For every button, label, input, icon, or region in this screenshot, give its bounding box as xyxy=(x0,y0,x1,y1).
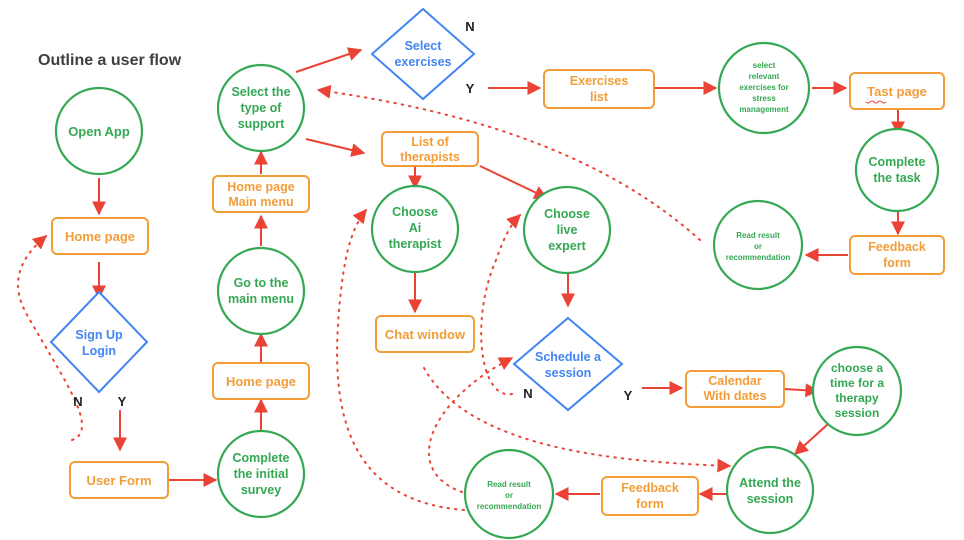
signup-diamond xyxy=(49,290,149,394)
signup-no-label: N xyxy=(73,394,82,409)
solid-connectors xyxy=(92,47,905,501)
home-page-2-label: Home page xyxy=(226,374,296,389)
circle-nodes xyxy=(54,41,940,540)
complete-survey-circle xyxy=(216,429,306,519)
select-support-circle xyxy=(216,63,306,153)
spellcheck-underline xyxy=(865,100,887,104)
user-form-label: User Form xyxy=(86,473,151,488)
arrow-support-therapists xyxy=(305,138,366,157)
choose-live-circle xyxy=(522,185,612,275)
dotted-signup-no-home xyxy=(17,235,83,441)
rect-nodes xyxy=(51,69,945,516)
arrow-choosetime-attend xyxy=(793,423,829,455)
arrow-therapists-live xyxy=(479,165,549,199)
read-result-2-circle xyxy=(463,448,555,540)
diagram-title: Outline a user flow xyxy=(38,52,182,69)
exercises-list-rect xyxy=(543,69,655,109)
home-page-1-rect xyxy=(51,217,149,255)
select-relevant-circle xyxy=(717,41,811,135)
feedback-form-2-rect xyxy=(601,476,699,516)
dotted-connectors xyxy=(17,84,732,511)
arrow-support-exercises xyxy=(295,47,363,73)
dotted-read2-schedule xyxy=(427,357,514,493)
choose-ai-circle xyxy=(370,184,460,274)
home-main-menu-rect xyxy=(212,175,310,213)
list-therapists-rect xyxy=(381,131,479,167)
user-form-rect xyxy=(69,461,169,499)
select-exercises-diamond xyxy=(370,7,476,101)
attend-session-circle xyxy=(725,445,815,535)
home-page-1-label: Home page xyxy=(65,229,135,244)
signup-yes-label: Y xyxy=(118,394,127,409)
open-app-circle xyxy=(54,86,144,176)
schedule-no-label: N xyxy=(523,386,532,401)
chat-window-rect xyxy=(375,315,475,353)
feedback-form-1-rect xyxy=(849,235,945,275)
dotted-schedule-no-live xyxy=(480,214,521,396)
schedule-diamond xyxy=(512,316,624,412)
open-app-label: Open App xyxy=(68,124,130,139)
task-page-label: Tast page xyxy=(867,84,927,99)
branch-labels: N Y N Y N Y xyxy=(73,19,632,409)
dotted-chat-attend xyxy=(423,367,732,473)
complete-task-circle xyxy=(854,127,940,213)
task-page-rect xyxy=(849,72,945,110)
home-page-2-rect xyxy=(212,362,310,400)
exercises-yes-label: Y xyxy=(466,81,475,96)
dotted-read1-support xyxy=(316,84,701,241)
chat-window-label: Chat window xyxy=(385,327,466,342)
choose-time-circle xyxy=(811,345,903,437)
schedule-yes-label: Y xyxy=(624,388,633,403)
exercises-no-label: N xyxy=(465,19,474,34)
calendar-rect xyxy=(685,370,785,408)
go-main-menu-circle xyxy=(216,246,306,336)
read-result-1-circle xyxy=(712,199,804,291)
diamond-nodes xyxy=(49,7,624,412)
dotted-read2-ai xyxy=(336,208,465,511)
